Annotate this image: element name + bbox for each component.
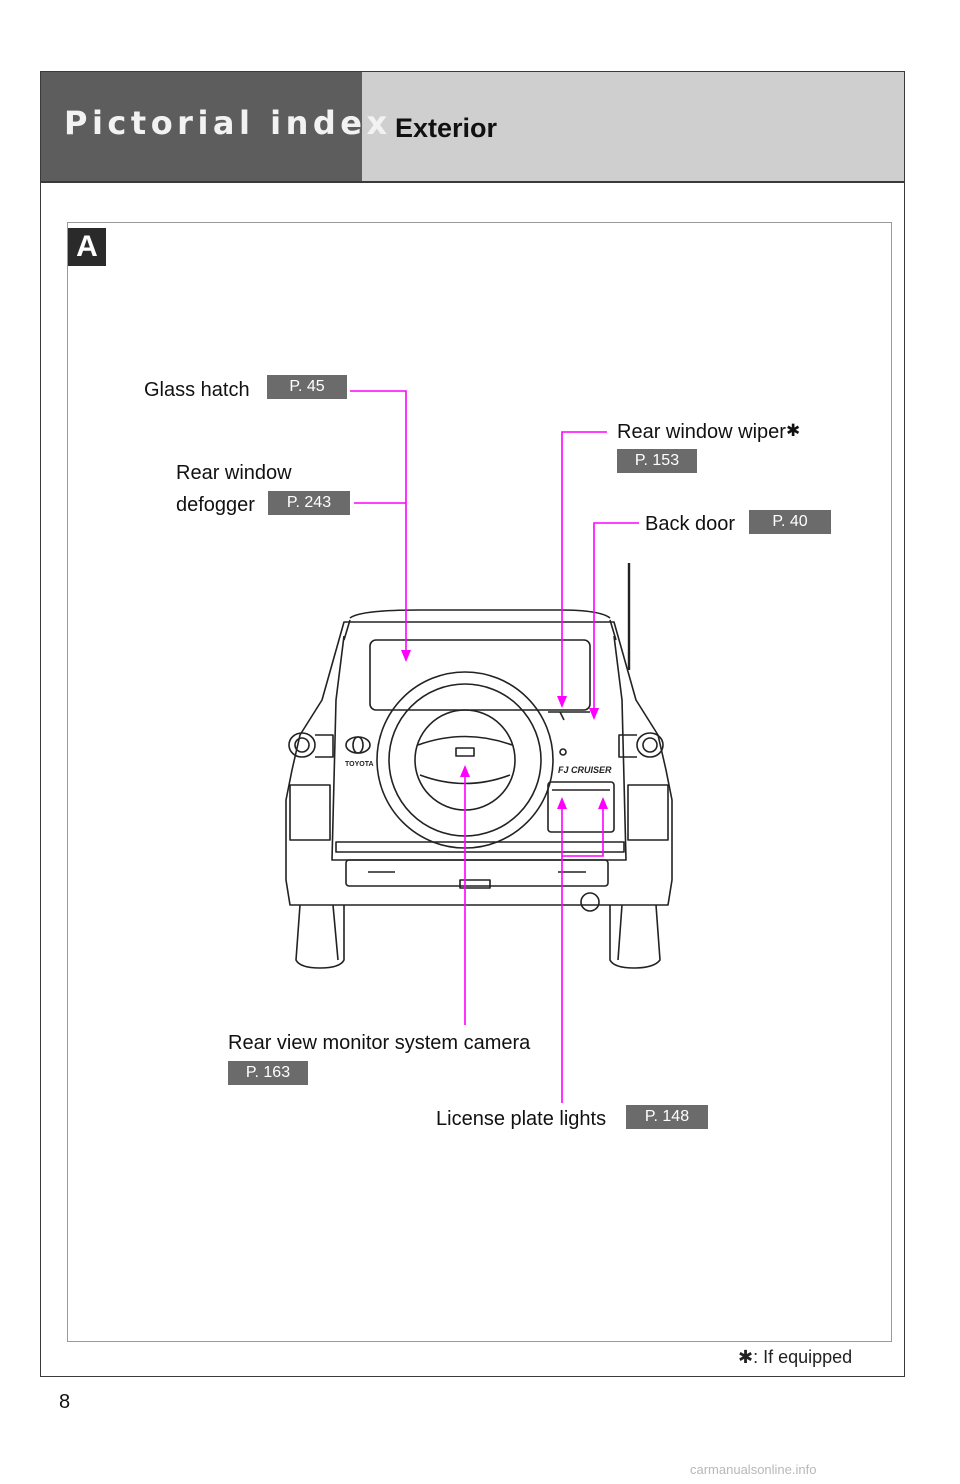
callout-label-defogger-line1: Rear window	[176, 462, 292, 484]
exhaust-pipe	[580, 892, 600, 912]
callout-label-license-lights: License plate lights	[436, 1108, 607, 1130]
header-light-band	[362, 72, 904, 181]
tire-right	[609, 904, 661, 969]
arrowhead-glass-hatch	[401, 650, 411, 662]
arrowhead-back-door	[589, 708, 599, 720]
page-ref-camera[interactable]: P. 163	[228, 1061, 308, 1085]
section-marker: A	[68, 228, 106, 266]
footnote-if-equipped: ✱: If equipped	[738, 1347, 853, 1367]
header-dark-band	[41, 72, 362, 181]
body-outline	[285, 621, 673, 906]
arrowhead-license-right	[598, 797, 608, 809]
leader-license-lights-branch	[562, 800, 604, 857]
tail-lamp-left	[288, 732, 316, 758]
illustration-panel	[67, 222, 892, 1342]
tire-left	[295, 904, 345, 969]
page-frame	[40, 71, 905, 1377]
arrowhead-license-left	[557, 797, 567, 809]
roof	[349, 609, 611, 619]
page-ref-license-lights[interactable]: P. 148	[626, 1105, 708, 1129]
rear-glass	[369, 639, 591, 711]
callout-label-defogger-line2: defogger	[176, 494, 255, 516]
callout-label-back-door: Back door	[645, 513, 736, 535]
leader-wiper	[561, 431, 607, 706]
leader-glass-hatch	[350, 390, 407, 660]
leader-back-door	[593, 522, 639, 718]
page-ref-rear-wiper[interactable]: P. 153	[617, 449, 697, 473]
header-divider	[41, 181, 904, 183]
arrowhead-camera	[460, 765, 470, 777]
watermark: carmanualsonline.info	[690, 1462, 817, 1477]
tail-lamp-right	[636, 732, 664, 758]
subsection-title: Exterior	[395, 113, 498, 143]
page-ref-glass-hatch[interactable]: P. 45	[267, 375, 347, 399]
page-ref-back-door[interactable]: P. 40	[749, 510, 831, 534]
callout-label-camera: Rear view monitor system camera	[228, 1032, 531, 1054]
callout-label-rear-wiper: Rear window wiper✱	[617, 421, 801, 443]
section-title: Pictorial index	[64, 104, 392, 142]
asterisk-icon: ✱	[785, 421, 801, 440]
page-number: 8	[59, 1391, 71, 1413]
callout-label-glass-hatch: Glass hatch	[144, 379, 250, 401]
page-ref-defogger[interactable]: P. 243	[268, 491, 350, 515]
fj-cruiser-badge: FJ CRUISER	[558, 765, 612, 775]
toyota-emblem	[345, 736, 371, 754]
rear-bumper	[345, 859, 609, 887]
arrowhead-wiper	[557, 696, 567, 708]
toyota-wordmark: TOYOTA	[345, 761, 374, 768]
license-plate-area	[547, 781, 615, 833]
